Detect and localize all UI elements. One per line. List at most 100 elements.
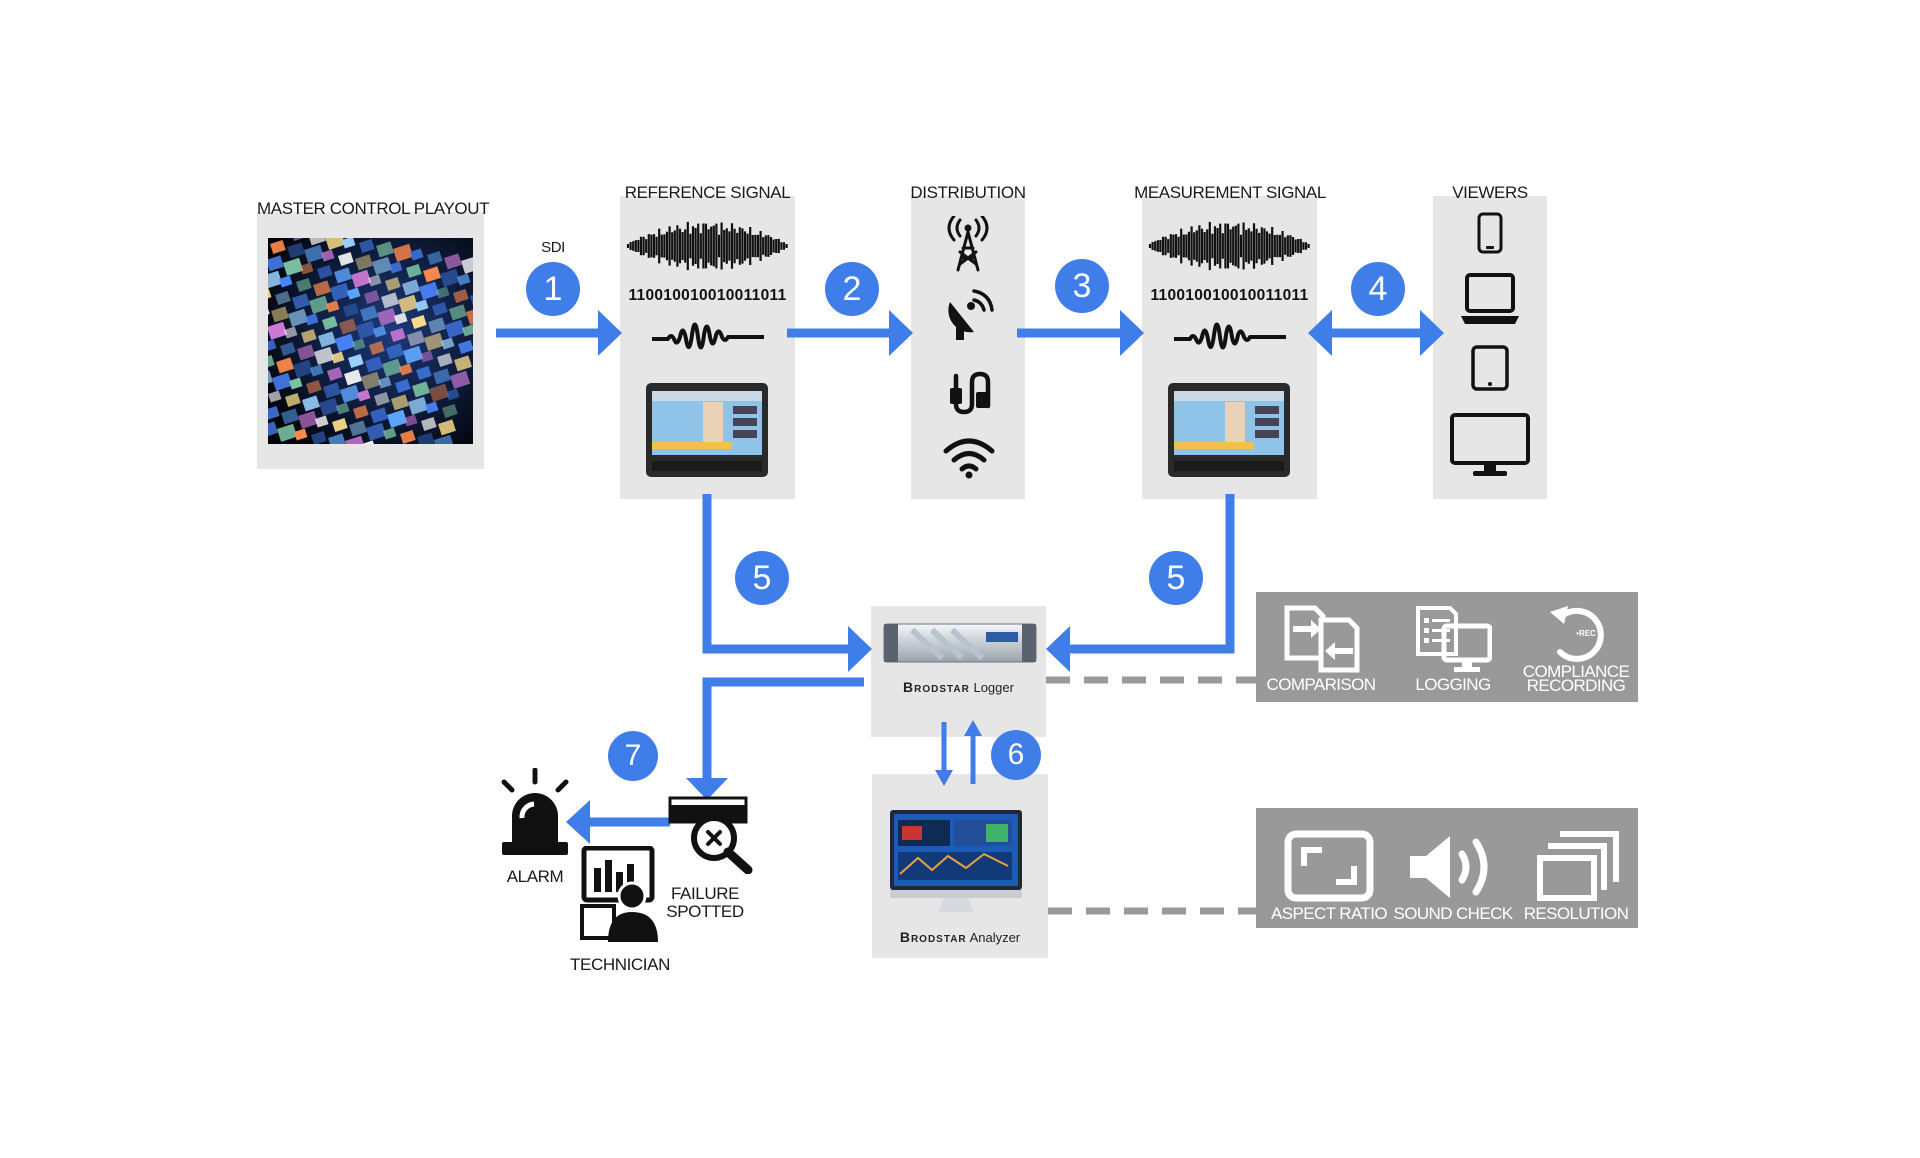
broadcast-monitor-icon bbox=[646, 383, 768, 477]
broadcast-monitor-icon bbox=[1168, 383, 1290, 477]
video-wall-tile bbox=[277, 423, 298, 442]
video-wall-tile bbox=[287, 242, 305, 259]
video-wall-tile bbox=[367, 274, 382, 287]
video-wall-tile bbox=[304, 244, 325, 263]
master-control-label: MASTER CONTROL PLAYOUT bbox=[257, 199, 490, 218]
video-wall-tile bbox=[453, 288, 469, 303]
video-wall-tile bbox=[383, 427, 397, 440]
video-wall-tile bbox=[319, 397, 340, 416]
video-wall-tile bbox=[370, 407, 388, 424]
video-wall-tile bbox=[351, 269, 372, 288]
failure-spotted-icon bbox=[668, 796, 753, 874]
video-wall-tile bbox=[311, 430, 327, 444]
sound-check-icon bbox=[1410, 836, 1488, 898]
video-wall-tile bbox=[283, 257, 304, 276]
video-wall-tile bbox=[432, 301, 448, 316]
video-wall-tile bbox=[411, 314, 427, 329]
analyzer-monitor-icon bbox=[890, 810, 1022, 912]
logger-name: Logger bbox=[973, 680, 1014, 695]
video-wall-tile bbox=[421, 416, 437, 431]
aspect-ratio-label: ASPECT RATIO bbox=[1271, 904, 1388, 923]
tablet-icon bbox=[1471, 345, 1509, 391]
video-wall-tile bbox=[296, 344, 315, 361]
comparison-icon bbox=[1284, 605, 1360, 673]
video-wall-tile bbox=[357, 389, 371, 402]
step-2-badge: 2 bbox=[825, 262, 879, 316]
video-wall-tile bbox=[336, 402, 350, 415]
video-wall-tile bbox=[296, 277, 312, 292]
viewers-label: VIEWERS bbox=[1452, 183, 1528, 202]
technician-label: TECHNICIAN bbox=[570, 955, 670, 974]
video-wall-tile bbox=[359, 238, 375, 253]
video-wall-tile bbox=[268, 370, 273, 387]
technician-icon bbox=[580, 846, 658, 942]
video-wall-tile bbox=[289, 377, 303, 390]
video-wall-tile bbox=[268, 390, 282, 403]
video-wall-tile bbox=[268, 255, 284, 272]
video-wall-tile bbox=[449, 304, 467, 321]
video-wall-tile bbox=[301, 395, 320, 412]
video-wall-tile bbox=[298, 410, 319, 429]
video-wall-tile bbox=[268, 321, 288, 340]
video-wall-tile bbox=[280, 341, 296, 356]
laptop-icon bbox=[1461, 273, 1519, 324]
video-wall-tile bbox=[390, 394, 409, 411]
compliance-recording-icon: •REC bbox=[1550, 606, 1604, 662]
logger-caption: Brodstar Logger bbox=[871, 679, 1046, 695]
video-wall-tile bbox=[406, 263, 422, 278]
video-wall-tile bbox=[321, 249, 335, 262]
video-wall-tile bbox=[330, 282, 351, 301]
video-wall-tile bbox=[268, 288, 272, 301]
video-wall-tile bbox=[440, 268, 461, 287]
video-wall-tile bbox=[333, 267, 352, 284]
video-wall-tile bbox=[425, 401, 439, 414]
video-wall-tile bbox=[275, 290, 291, 305]
video-wall-tile bbox=[326, 300, 340, 313]
video-wall-tile bbox=[280, 408, 299, 425]
reference-signal-label: REFERENCE SIGNAL bbox=[624, 183, 791, 202]
video-wall-tile bbox=[272, 372, 293, 391]
video-wall-tile bbox=[340, 384, 361, 403]
video-wall-tile bbox=[353, 404, 369, 419]
video-wall-tile bbox=[338, 251, 354, 266]
video-wall-tile bbox=[434, 434, 455, 444]
video-wall-tile bbox=[356, 320, 377, 339]
binary-data-text: 110010010010011011 bbox=[1150, 287, 1309, 304]
video-wall-tile bbox=[348, 353, 364, 368]
video-wall-tile bbox=[444, 253, 462, 270]
sound-check-label: SOUND CHECK bbox=[1393, 904, 1513, 923]
video-wall-tile bbox=[389, 261, 403, 274]
smartphone-icon bbox=[1477, 212, 1503, 254]
recording-label: RECORDING bbox=[1526, 676, 1626, 695]
video-wall-tile bbox=[268, 270, 283, 289]
video-wall-tile bbox=[361, 371, 382, 390]
video-wall-tile bbox=[450, 370, 471, 389]
video-wall-tile bbox=[288, 308, 309, 327]
video-wall-tile bbox=[293, 359, 314, 378]
step-7-badge: 7 bbox=[608, 731, 658, 781]
video-wall-tile bbox=[437, 352, 453, 367]
video-wall-tile bbox=[276, 357, 294, 374]
video-wall-tile bbox=[322, 315, 338, 330]
video-wall-tile bbox=[309, 295, 330, 314]
video-wall-tile bbox=[382, 358, 403, 377]
logging-icon bbox=[1416, 606, 1492, 672]
video-wall-tile bbox=[428, 317, 446, 334]
video-wall-tile bbox=[314, 346, 335, 365]
video-wall-tile bbox=[312, 280, 331, 297]
step-4-badge: 4 bbox=[1351, 262, 1405, 316]
video-wall-tile bbox=[271, 306, 289, 323]
video-wall-tile bbox=[466, 306, 473, 325]
video-wall-tile bbox=[278, 275, 293, 288]
video-wall-tile bbox=[268, 354, 275, 369]
video-wall-tile bbox=[420, 350, 434, 363]
video-wall-tile bbox=[305, 313, 319, 326]
video-wall-tile bbox=[315, 415, 329, 428]
rec-tag: •REC bbox=[1576, 629, 1596, 638]
video-wall-tile bbox=[285, 392, 301, 407]
video-wall-tile bbox=[390, 327, 406, 342]
video-wall-tile bbox=[369, 340, 385, 355]
video-wall-tile bbox=[355, 254, 373, 271]
video-wall-tile bbox=[400, 429, 416, 444]
video-wall-tile bbox=[385, 276, 401, 291]
